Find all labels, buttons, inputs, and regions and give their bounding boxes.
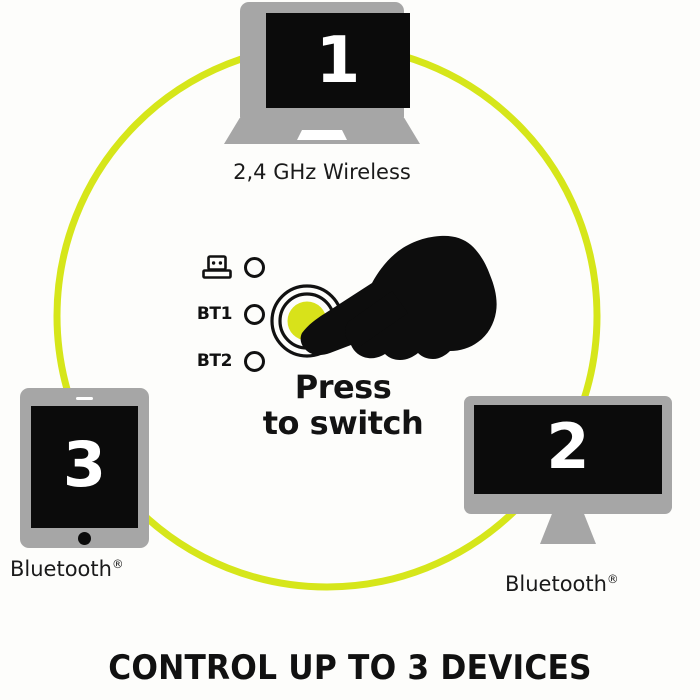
- device-monitor: 2: [464, 396, 672, 548]
- monitor-caption: Bluetooth®: [505, 572, 619, 596]
- monitor-caption-text: Bluetooth: [505, 572, 607, 596]
- usb-dongle-icon: [186, 255, 232, 279]
- laptop-device-number: 1: [315, 24, 361, 98]
- headline-text: CONTROL UP TO 3 DEVICES: [108, 648, 592, 688]
- tablet-device-number: 3: [62, 428, 107, 501]
- tablet-screen: 3: [31, 406, 138, 528]
- device-laptop: 1: [224, 2, 420, 148]
- monitor-body: 2: [464, 396, 672, 514]
- press-instruction-line1: Press: [294, 368, 392, 406]
- channel-panel: BT1 BT2 Press to switch: [186, 235, 497, 443]
- tablet-body: 3: [20, 388, 149, 548]
- led-indicator-bt2: [244, 350, 265, 372]
- laptop-caption: 2,4 GHz Wireless: [224, 160, 420, 184]
- device-tablet: 3: [20, 388, 149, 548]
- tablet-caption-text: Bluetooth: [10, 557, 112, 581]
- laptop-caption-text: 2,4 GHz Wireless: [233, 160, 411, 184]
- laptop-trackpad: [297, 130, 347, 140]
- monitor-caption-registered-mark: ®: [606, 572, 619, 586]
- monitor-screen: 2: [474, 405, 662, 494]
- tablet-caption-registered-mark: ®: [111, 557, 124, 571]
- laptop-lid: 1: [240, 2, 410, 120]
- tablet-speaker-icon: [76, 397, 93, 400]
- led-indicator-usb: [244, 256, 265, 278]
- channel-row-bt2: BT2: [186, 347, 265, 375]
- channel-label-bt2: BT2: [196, 351, 233, 371]
- channel-row-bt1: BT1: [186, 300, 265, 328]
- tablet-home-button: [78, 532, 91, 545]
- channel-label-bt1: BT1: [196, 304, 233, 324]
- monitor-device-number: 2: [546, 410, 590, 483]
- press-instruction: Press to switch: [238, 369, 448, 441]
- pointing-hand-icon: [300, 235, 497, 360]
- channel-row-usb: [186, 253, 265, 281]
- tablet-caption: Bluetooth®: [10, 557, 124, 581]
- press-instruction-line2: to switch: [262, 404, 424, 443]
- led-indicator-bt1: [244, 303, 265, 325]
- laptop-screen: 1: [266, 13, 410, 108]
- monitor-stand: [540, 513, 596, 544]
